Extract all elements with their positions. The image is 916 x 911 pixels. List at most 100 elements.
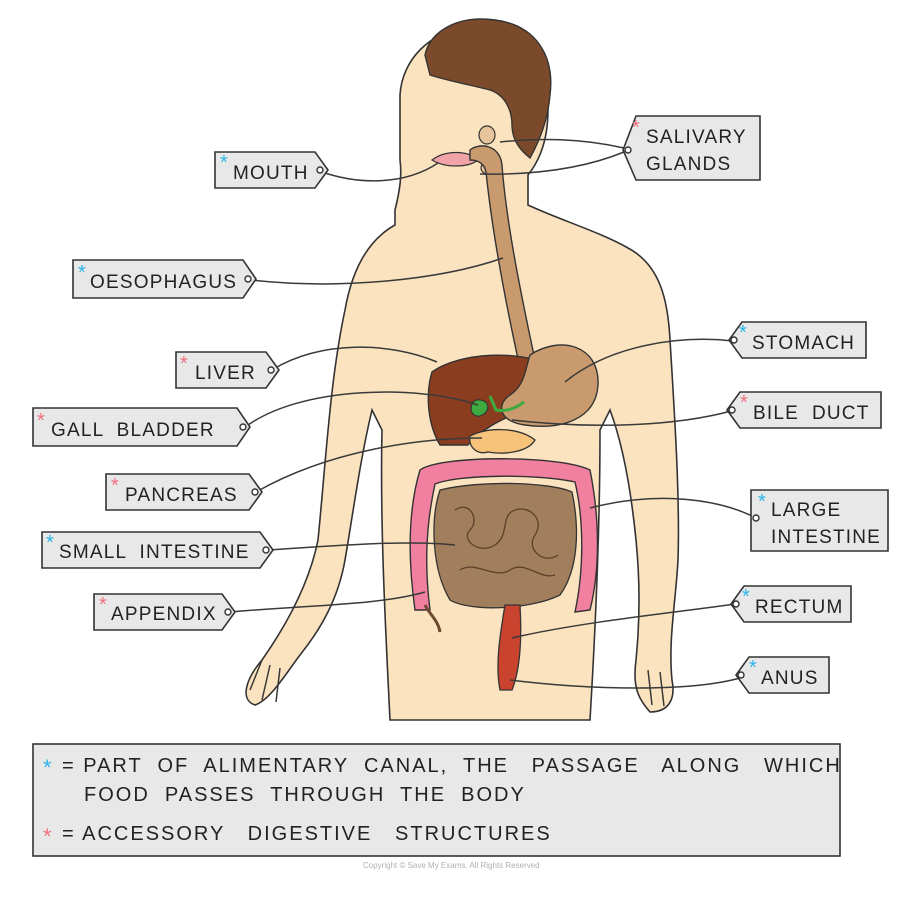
label-mouth-pin: [316, 166, 324, 174]
hair: [424, 18, 552, 160]
label-mouth-text: MOUTH: [233, 163, 309, 184]
label-rectum: * RECTUM: [730, 585, 852, 623]
leader-liver: [271, 346, 438, 371]
label-stomach-tag: [728, 321, 867, 359]
leader-oesophagus: [249, 257, 504, 285]
label-pancreas-tag: [105, 473, 263, 511]
label-large-intestine-tag: [750, 489, 889, 552]
label-gall-bladder-text: GALL BLADDER: [51, 420, 215, 441]
label-liver: * LIVER: [175, 351, 280, 389]
label-anus-tag: [735, 656, 830, 694]
label-oesophagus-pin: [244, 275, 252, 283]
label-small-intestine-tag: [41, 531, 274, 569]
label-pancreas: * PANCREAS: [105, 473, 263, 511]
label-stomach-pin: [730, 336, 738, 344]
leader-lines: [229, 138, 755, 689]
label-oesophagus-tag: [72, 259, 257, 299]
large-intestine-shape: [409, 458, 599, 613]
label-rectum-marker: *: [742, 586, 750, 608]
label-oesophagus: * OESOPHAGUS: [72, 259, 257, 299]
label-salivary-glands-line1: SALIVARY: [646, 127, 747, 148]
leader-bile-duct: [511, 410, 732, 426]
key-alimentary-marker: *: [43, 755, 52, 780]
leader-gall-bladder: [243, 391, 479, 429]
label-gall-bladder-tag: [32, 407, 251, 447]
key-alimentary-line1: = PART OF ALIMENTARY CANAL, THE PASSAGE …: [62, 755, 842, 777]
label-small-intestine-marker: *: [46, 532, 54, 554]
label-mouth-tag: [214, 151, 329, 189]
label-gall-bladder: * GALL BLADDER: [32, 407, 251, 447]
label-salivary-glands: * SALIVARY GLANDS: [622, 115, 761, 181]
label-large-intestine: * LARGE INTESTINE: [750, 489, 889, 552]
label-anus-text: ANUS: [761, 668, 819, 689]
label-mouth-marker: *: [220, 152, 228, 174]
label-pancreas-marker: *: [111, 475, 119, 497]
label-liver-marker: *: [180, 353, 188, 375]
label-appendix-tag: [93, 593, 236, 631]
label-mouth: * MOUTH: [214, 151, 329, 189]
label-rectum-tag: [730, 585, 852, 623]
leader-mouth: [321, 162, 439, 182]
copyright-notice: Copyright © Save My Exams. All Rights Re…: [363, 861, 540, 870]
label-anus-pin: [737, 671, 745, 679]
leader-rectum: [511, 603, 736, 639]
label-appendix: * APPENDIX: [93, 593, 236, 631]
bile-duct-shape: [488, 395, 525, 412]
label-gall-bladder-marker: *: [37, 410, 45, 432]
leader-salivary-upper: [499, 138, 625, 149]
leader-salivary-lower: [479, 151, 625, 175]
label-bile-duct-marker: *: [740, 392, 748, 414]
rectum-shape: [497, 604, 522, 691]
label-oesophagus-text: OESOPHAGUS: [90, 272, 237, 293]
label-bile-duct-pin: [728, 406, 736, 414]
label-pancreas-text: PANCREAS: [125, 485, 238, 506]
label-small-intestine-pin: [262, 546, 270, 554]
label-appendix-marker: *: [99, 594, 107, 616]
key-accessory-marker: *: [43, 824, 52, 849]
label-large-intestine-marker: *: [758, 491, 766, 513]
label-liver-tag: [175, 351, 280, 389]
label-small-intestine-text: SMALL INTESTINE: [59, 542, 250, 563]
key-box-background: [32, 743, 841, 857]
label-liver-pin: [267, 366, 275, 374]
label-stomach: * STOMACH: [728, 321, 867, 359]
label-large-intestine-pin: [752, 514, 760, 522]
label-rectum-text: RECTUM: [755, 597, 843, 618]
label-stomach-text: STOMACH: [752, 333, 855, 354]
leader-appendix: [229, 591, 426, 613]
leader-anus: [509, 677, 741, 689]
key-alimentary-line2: FOOD PASSES THROUGH THE BODY: [84, 784, 526, 806]
leader-small-intestine: [267, 542, 456, 551]
label-salivary-glands-pin: [624, 146, 632, 154]
label-rectum-pin: [732, 600, 740, 608]
label-salivary-glands-line2: GLANDS: [646, 154, 731, 175]
label-oesophagus-marker: *: [78, 262, 86, 284]
label-anus: * ANUS: [735, 656, 830, 694]
label-large-intestine-line1: LARGE: [771, 500, 841, 521]
label-gall-bladder-pin: [239, 423, 247, 431]
label-small-intestine: * SMALL INTESTINE: [41, 531, 274, 569]
key-box: * = PART OF ALIMENTARY CANAL, THE PASSAG…: [32, 743, 842, 857]
small-intestine-folds: [454, 506, 559, 577]
label-appendix-text: APPENDIX: [111, 604, 217, 625]
leader-stomach: [564, 338, 734, 383]
small-intestine-shape: [433, 482, 578, 609]
label-pancreas-pin: [251, 488, 259, 496]
stomach-shape: [500, 344, 599, 427]
salivary-gland-upper: [478, 125, 496, 145]
label-anus-marker: *: [749, 657, 757, 679]
label-large-intestine-line2: INTESTINE: [771, 527, 881, 548]
label-salivary-glands-marker: *: [632, 117, 640, 139]
label-salivary-glands-tag: [622, 115, 761, 181]
label-bile-duct-tag: [726, 391, 882, 429]
left-hand-fingers: [249, 659, 281, 703]
label-appendix-pin: [224, 608, 232, 616]
label-bile-duct: * BILE DUCT: [726, 391, 882, 429]
digestive-organs: [409, 125, 599, 691]
label-bile-duct-text: BILE DUCT: [753, 403, 870, 424]
label-liver-text: LIVER: [195, 363, 256, 384]
leader-large-intestine: [589, 497, 755, 518]
key-accessory-line1: = ACCESSORY DIGESTIVE STRUCTURES: [62, 823, 552, 845]
leader-pancreas: [255, 437, 483, 493]
